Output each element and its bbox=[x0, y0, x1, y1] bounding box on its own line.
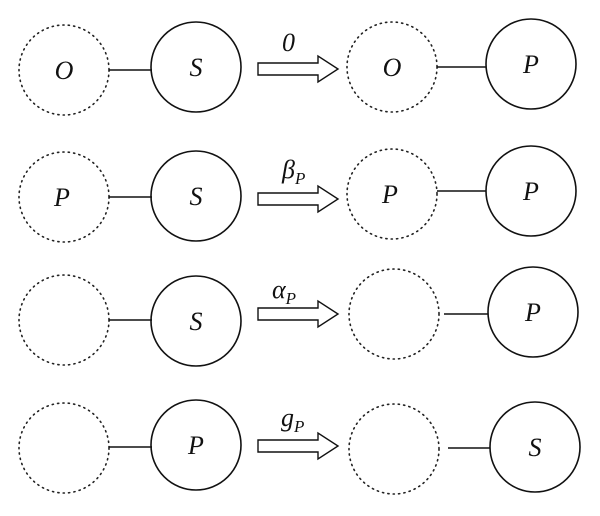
after-right-node bbox=[485, 145, 577, 237]
transition-arrow-icon bbox=[257, 184, 340, 214]
transition-arrow-icon bbox=[257, 299, 340, 329]
before-right-label: P bbox=[187, 431, 204, 460]
before-left-label: P bbox=[53, 183, 70, 212]
before-left-label: O bbox=[55, 56, 74, 85]
after-right-node bbox=[485, 18, 577, 110]
after-right-label: P bbox=[524, 298, 541, 327]
rate-symbol: α bbox=[272, 275, 287, 304]
before-right-node bbox=[150, 275, 242, 367]
after-left-label: P bbox=[381, 180, 398, 209]
rate-label: 0 bbox=[282, 28, 295, 57]
transition-arrow-icon bbox=[257, 431, 340, 461]
rate-subscript: P bbox=[293, 417, 304, 436]
transition-row-3: S αP P bbox=[18, 266, 579, 367]
after-right-node bbox=[487, 266, 579, 358]
before-right-node bbox=[150, 21, 242, 113]
after-left-node bbox=[346, 148, 438, 240]
after-left-node bbox=[348, 403, 440, 495]
rate-symbol: 0 bbox=[282, 28, 295, 57]
before-left-node bbox=[18, 402, 110, 494]
transition-arrow-icon bbox=[257, 54, 340, 84]
rate-label: gP bbox=[281, 403, 304, 436]
before-right-label: S bbox=[190, 53, 203, 82]
after-left-node bbox=[348, 268, 440, 360]
rate-label: αP bbox=[272, 275, 296, 308]
transition-row-2: P S βP P P bbox=[18, 145, 577, 243]
transition-row-4: P gP S bbox=[18, 399, 581, 495]
rate-subscript: P bbox=[294, 169, 305, 188]
rate-symbol: g bbox=[281, 403, 294, 432]
before-right-label: S bbox=[190, 182, 203, 211]
before-right-node bbox=[150, 399, 242, 491]
after-right-label: P bbox=[522, 177, 539, 206]
transition-row-1: O S 0 O P bbox=[18, 18, 577, 116]
after-left-label: O bbox=[383, 53, 402, 82]
after-right-label: P bbox=[522, 50, 539, 79]
rate-symbol: β bbox=[281, 155, 295, 184]
before-right-label: S bbox=[190, 307, 203, 336]
after-right-label: S bbox=[529, 433, 542, 462]
rate-subscript: P bbox=[285, 289, 296, 308]
after-right-node bbox=[489, 401, 581, 493]
rate-label: βP bbox=[281, 155, 305, 188]
before-right-node bbox=[150, 150, 242, 242]
before-left-node bbox=[18, 274, 110, 366]
